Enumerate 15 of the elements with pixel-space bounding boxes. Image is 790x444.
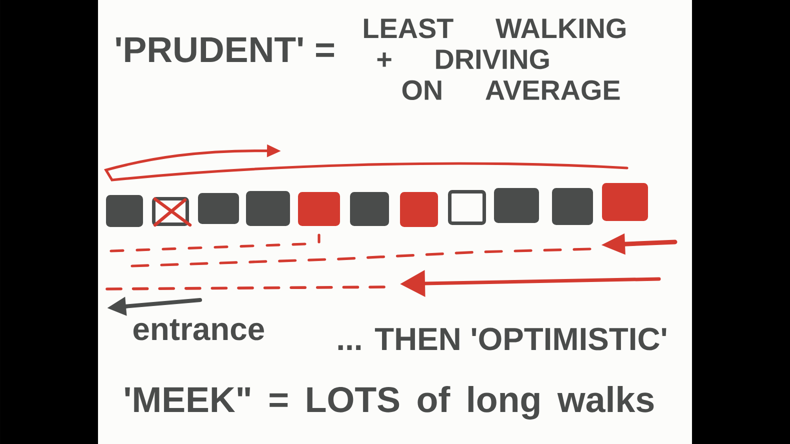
parking-space [602,183,648,221]
parking-space [298,192,340,226]
parking-space [198,193,239,224]
parking-space [350,192,389,226]
definition-text: 'MEEK" = LOTS of long walks [125,386,654,420]
parking-space [106,195,143,227]
parking-space [552,188,593,225]
definition-text: LEAST WALKING + DRIVING ON AVERAGE [364,18,626,100]
term-text: 'PRUDENT' = [116,37,334,62]
parking-space [400,192,438,227]
parking-space [246,191,290,226]
parking-space [448,190,486,225]
parking-space [494,188,539,223]
entrance-label: entrance [133,319,264,340]
note-text: ... THEN 'OPTIMISTIC' [338,328,666,350]
